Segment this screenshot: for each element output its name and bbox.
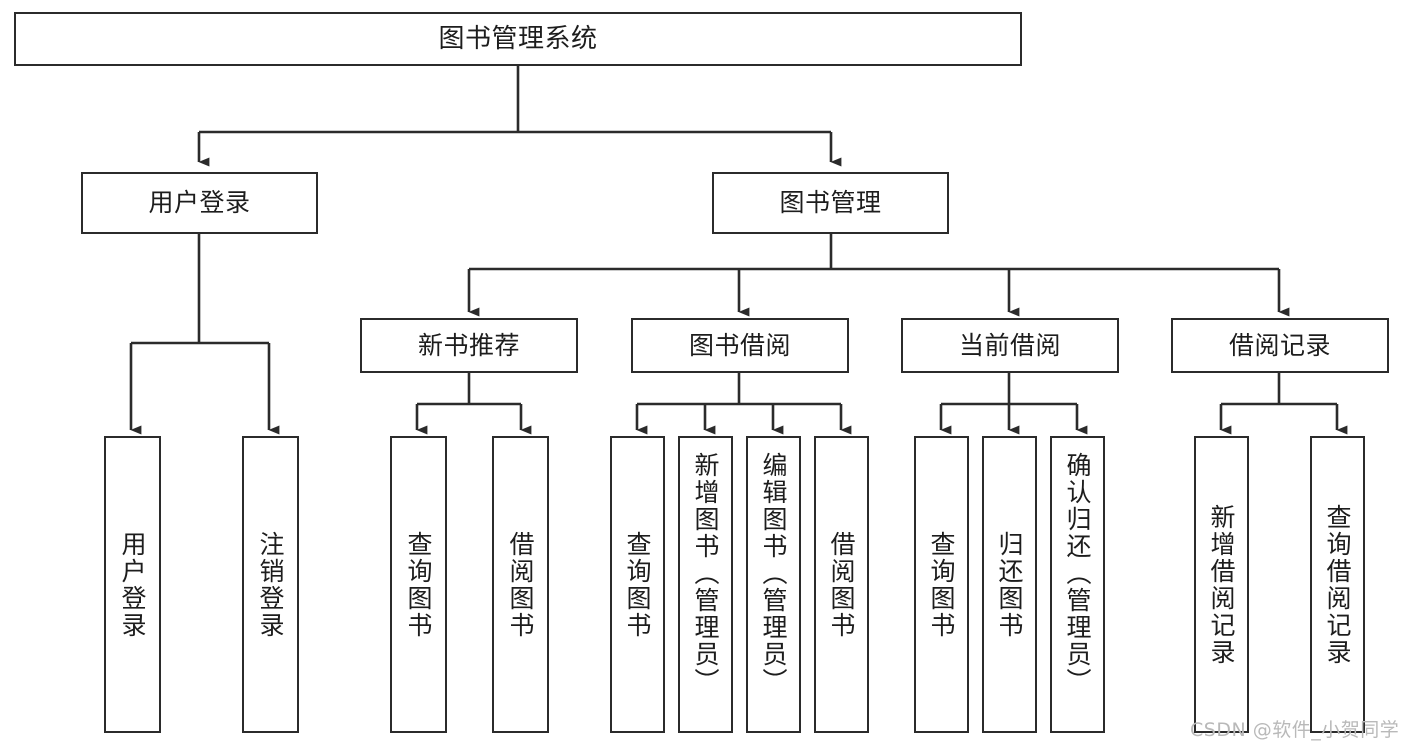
node-label-leaf-edit-book-admin: 编辑图书（管理员）: [759, 452, 788, 695]
node-label-new-book-recommend: 新书推荐: [417, 330, 520, 360]
node-label-leaf-add-book-admin: 新增图书（管理员）: [691, 452, 720, 695]
node-leaf-add-book-admin[interactable]: 新增图书（管理员）: [678, 436, 733, 733]
node-leaf-query-book-current[interactable]: 查询图书: [914, 436, 969, 733]
node-label-leaf-query-book-current: 查询图书: [927, 530, 956, 639]
node-label-root: 图书管理系统: [438, 23, 598, 54]
node-label-leaf-query-borrow-record: 查询借阅记录: [1323, 503, 1352, 666]
node-label-leaf-confirm-return-admin: 确认归还（管理员）: [1063, 452, 1092, 695]
node-leaf-borrow-book-new[interactable]: 借阅图书: [492, 436, 549, 733]
node-label-leaf-add-borrow-record: 新增借阅记录: [1207, 503, 1236, 666]
node-leaf-query-borrow-record[interactable]: 查询借阅记录: [1310, 436, 1365, 733]
node-book-management[interactable]: 图书管理: [712, 172, 949, 234]
node-leaf-return-book[interactable]: 归还图书: [982, 436, 1037, 733]
node-label-user-login: 用户登录: [148, 188, 251, 218]
node-label-borrow-record: 借阅记录: [1228, 330, 1331, 360]
node-label-leaf-return-book: 归还图书: [995, 530, 1024, 639]
node-label-leaf-borrow-book-borrow: 借阅图书: [827, 530, 856, 639]
node-label-book-management: 图书管理: [779, 188, 882, 218]
node-leaf-query-book-borrow[interactable]: 查询图书: [610, 436, 665, 733]
node-leaf-logout[interactable]: 注销登录: [242, 436, 299, 733]
node-leaf-confirm-return-admin[interactable]: 确认归还（管理员）: [1050, 436, 1105, 733]
node-leaf-user-login[interactable]: 用户登录: [104, 436, 161, 733]
node-label-leaf-borrow-book-new: 借阅图书: [506, 530, 535, 639]
node-leaf-borrow-book-borrow[interactable]: 借阅图书: [814, 436, 869, 733]
node-new-book-recommend[interactable]: 新书推荐: [360, 318, 578, 373]
node-current-borrow[interactable]: 当前借阅: [901, 318, 1119, 373]
node-label-leaf-logout: 注销登录: [256, 530, 285, 639]
node-label-current-borrow: 当前借阅: [958, 330, 1061, 360]
node-label-book-borrow: 图书借阅: [688, 330, 791, 360]
node-user-login[interactable]: 用户登录: [81, 172, 318, 234]
node-label-leaf-user-login: 用户登录: [118, 530, 147, 639]
node-leaf-query-book-new[interactable]: 查询图书: [390, 436, 447, 733]
node-book-borrow[interactable]: 图书借阅: [631, 318, 849, 373]
node-label-leaf-query-book-new: 查询图书: [404, 530, 433, 639]
node-label-leaf-query-book-borrow: 查询图书: [623, 530, 652, 639]
node-root-system[interactable]: 图书管理系统: [14, 12, 1022, 66]
node-leaf-edit-book-admin[interactable]: 编辑图书（管理员）: [746, 436, 801, 733]
node-leaf-add-borrow-record[interactable]: 新增借阅记录: [1194, 436, 1249, 733]
csdn-watermark: CSDN @软件_小贺同学: [1190, 719, 1400, 741]
node-borrow-record[interactable]: 借阅记录: [1171, 318, 1389, 373]
